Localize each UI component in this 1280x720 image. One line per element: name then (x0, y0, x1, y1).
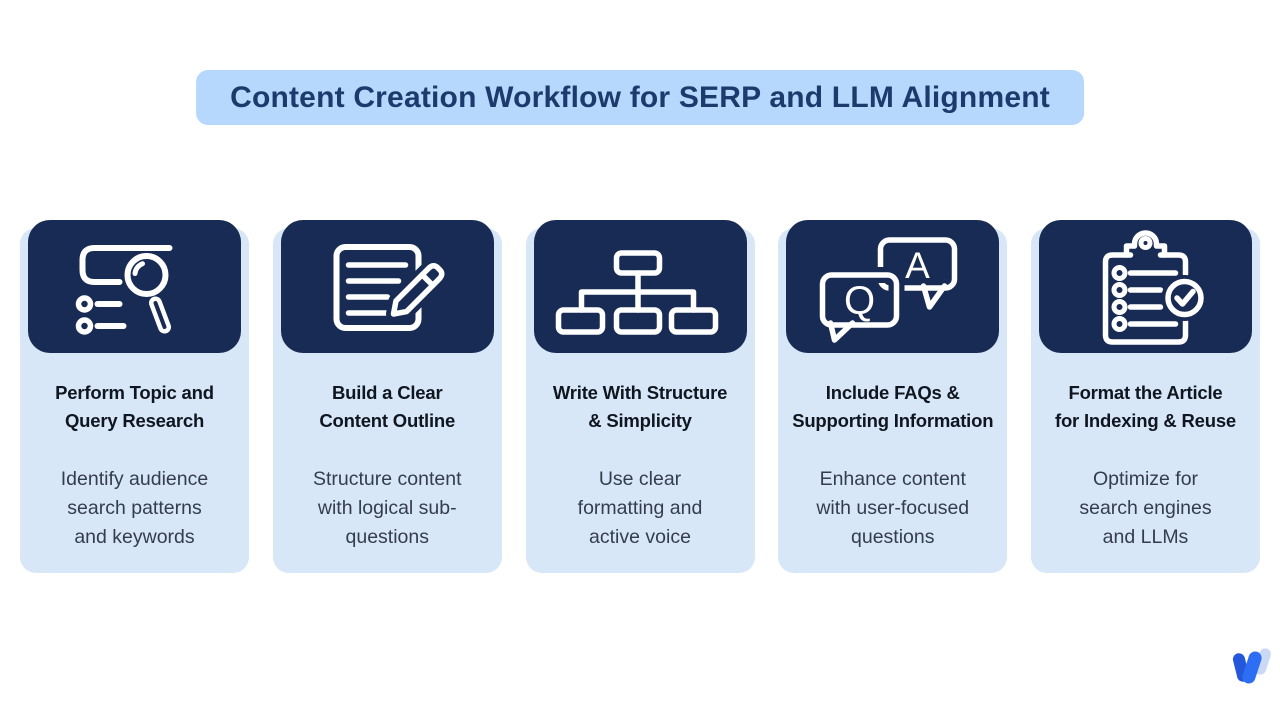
answer-letter: A (905, 245, 930, 286)
page-title: Content Creation Workflow for SERP and L… (230, 80, 1050, 114)
icon-box: A Q (786, 220, 1000, 353)
icon-box (28, 220, 241, 353)
icon-box (533, 220, 747, 353)
question-letter: Q (844, 279, 875, 323)
brand-logo-w (1232, 648, 1271, 684)
icon-box (280, 220, 494, 353)
search-list-icon (75, 245, 173, 335)
checklist-check-icon (1102, 230, 1208, 345)
card-structure-simplicity: Write With Structure& Simplicity Use cle… (525, 220, 755, 573)
card-title: Write With Structure& Simplicity (552, 382, 728, 431)
hierarchy-icon (555, 250, 718, 335)
title-banner: Content Creation Workflow for SERP and L… (196, 70, 1084, 125)
document-pencil-icon (333, 244, 450, 331)
qa-chat-icon: A Q (814, 237, 958, 348)
icon-box (1039, 220, 1252, 353)
card-title: Include FAQs &Supporting Information (792, 382, 994, 431)
card-faqs: A Q Include FAQs &Supporting Information… (778, 220, 1008, 573)
